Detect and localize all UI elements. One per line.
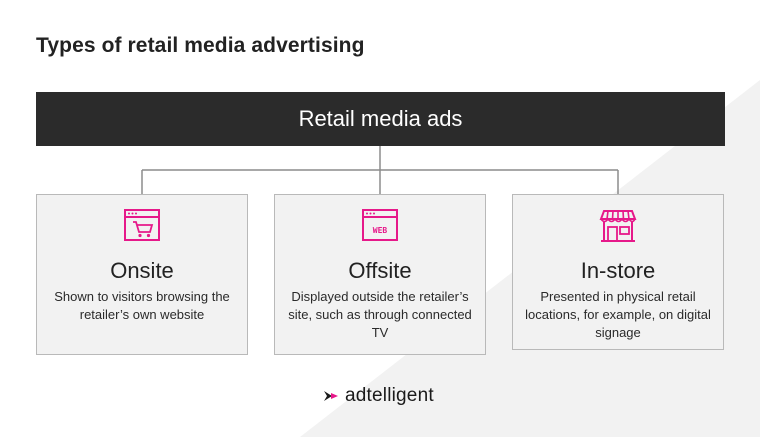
card-title: Offsite <box>348 258 412 283</box>
page-title: Types of retail media advertising <box>36 34 365 57</box>
storefront-icon <box>599 210 637 242</box>
card-description: Displayed outside the retailer’s site, s… <box>288 289 472 340</box>
card-in-store: In-store Presented in physical retail lo… <box>512 194 724 350</box>
card-title: In-store <box>580 258 656 283</box>
web-window-icon: WEB <box>362 209 398 241</box>
brand-mark-icon <box>324 391 338 401</box>
brand-logo: adtelligent <box>323 385 434 407</box>
card-offsite: WEB Offsite Displayed outside the retail… <box>274 194 486 355</box>
root-node: Retail media ads <box>36 92 725 146</box>
card-description: Presented in physical retail locations, … <box>525 289 711 340</box>
shopping-cart-window-icon <box>124 209 160 241</box>
brand-name: adtelligent <box>345 385 434 406</box>
card-title: Onsite <box>110 258 174 283</box>
svg-text:WEB: WEB <box>373 226 388 235</box>
root-node-label: Retail media ads <box>298 106 463 131</box>
card-description: Shown to visitors browsing the retailer’… <box>54 289 230 322</box>
card-onsite: Onsite Shown to visitors browsing the re… <box>36 194 248 355</box>
